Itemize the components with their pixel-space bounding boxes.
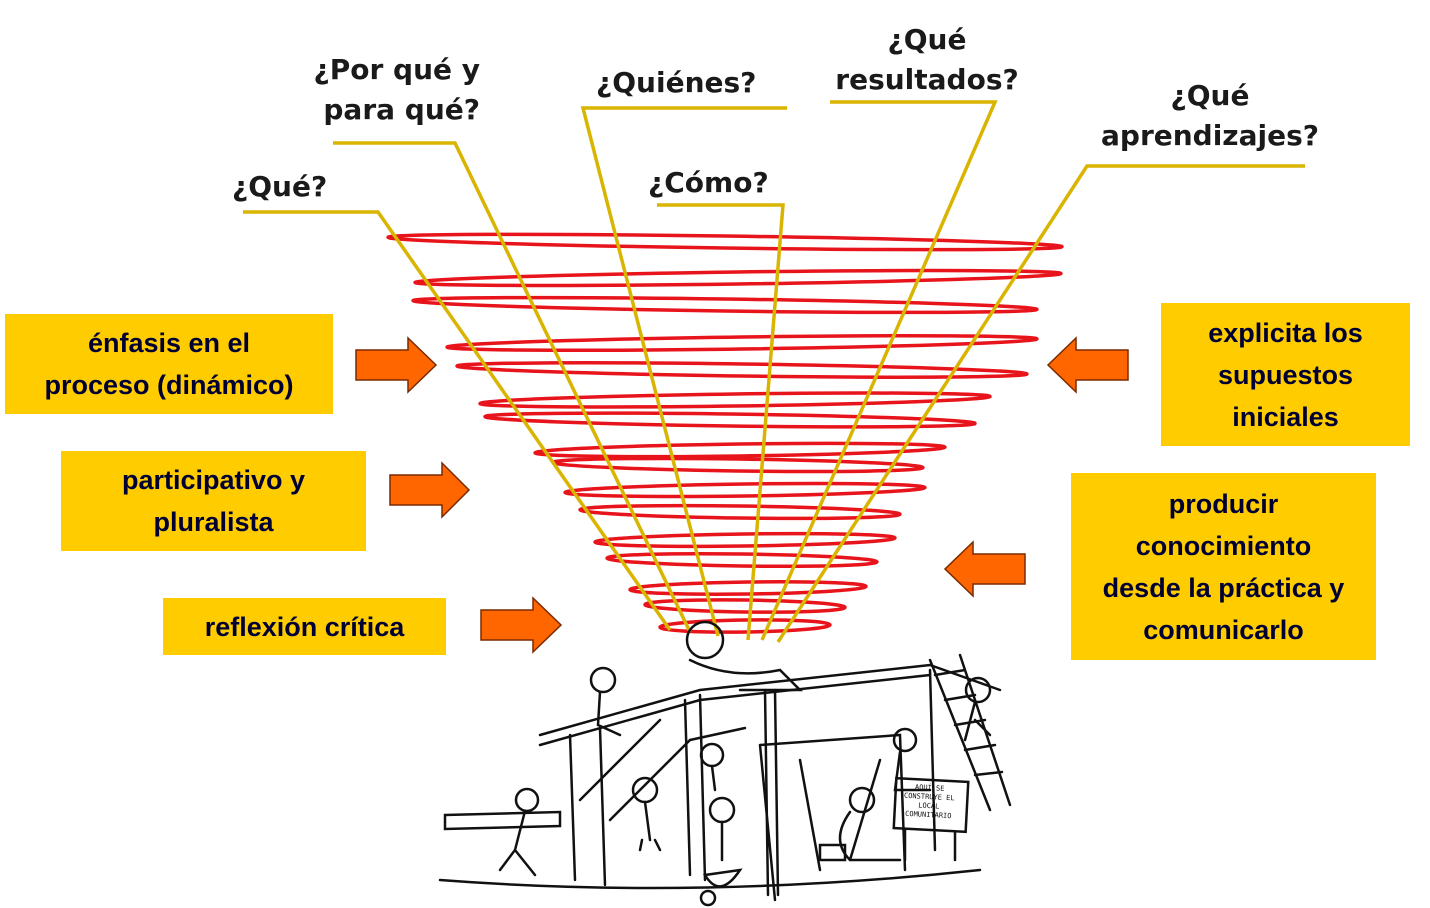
question-por-que-line1: ¿Por qué y	[313, 53, 480, 86]
box-line: proceso (dinámico)	[44, 370, 294, 400]
arrow-right-icon	[480, 596, 563, 654]
spiral-loop	[563, 481, 927, 499]
question-por-que: ¿Por qué y para qué?	[300, 50, 480, 130]
box-producir-conocimiento: producir conocimiento desde la práctica y c…	[1071, 473, 1376, 660]
box-line: conocimiento	[1135, 530, 1312, 561]
box-line: énfasis en el	[87, 328, 251, 358]
community-construction-illustration	[438, 620, 1012, 907]
box-enfasis-proceso: énfasis en el proceso (dinámico)	[5, 314, 333, 414]
question-resultados-line1: ¿Qué	[887, 23, 967, 56]
spiral-loop	[483, 411, 977, 429]
box-line: explicita los	[1208, 317, 1363, 348]
spiral-loop	[478, 391, 992, 409]
question-quienes: ¿Quiénes?	[596, 66, 757, 99]
box-participativo: participativo y pluralista	[61, 451, 366, 551]
arrow-right-icon	[355, 336, 438, 394]
spiral-loop	[628, 580, 868, 596]
spiral-loop	[386, 232, 1064, 252]
line-resultados	[760, 100, 998, 641]
spiral-loop	[593, 531, 897, 549]
arrow-right-icon	[389, 461, 471, 519]
spiral-loop	[455, 361, 1029, 379]
box-line: desde la práctica y	[1102, 572, 1345, 603]
question-aprendizajes-line2: aprendizajes?	[1101, 119, 1319, 152]
line-que	[243, 210, 672, 632]
question-resultados-line2: resultados?	[835, 63, 1019, 96]
spiral-loop	[411, 295, 1039, 315]
line-como	[657, 203, 785, 641]
question-que: ¿Qué?	[232, 170, 328, 203]
box-line: reflexión crítica	[204, 611, 405, 642]
line-quienes	[580, 106, 787, 637]
spiral-loop	[658, 618, 832, 634]
line-aprendizajes	[776, 164, 1305, 643]
box-explicita-supuestos: explicita los supuestos iniciales	[1161, 303, 1410, 446]
box-line: supuestos	[1217, 359, 1353, 390]
box-line: comunicarlo	[1143, 614, 1304, 645]
spiral-loop	[578, 503, 902, 521]
question-por-que-line2: para qué?	[323, 93, 480, 126]
spiral-loop	[445, 333, 1039, 353]
sign-text: AQUÍ SE CONSTRUYE EL LOCAL COMUNITARIO	[903, 783, 955, 821]
question-connector-lines	[243, 100, 1305, 643]
red-spiral	[386, 232, 1064, 634]
spiral-loop	[533, 441, 947, 459]
box-line: participativo y	[121, 465, 306, 495]
box-reflexion-critica: reflexión crítica	[163, 598, 446, 655]
line-por-que	[333, 141, 692, 633]
spiral-loop	[413, 268, 1063, 288]
question-resultados: ¿Qué resultados?	[827, 20, 1027, 100]
question-como: ¿Cómo?	[648, 166, 769, 199]
box-line: iniciales	[1232, 401, 1339, 432]
question-aprendizajes: ¿Qué aprendizajes?	[1090, 76, 1330, 156]
question-aprendizajes-line1: ¿Qué	[1170, 79, 1250, 112]
arrow-left-icon	[1046, 336, 1129, 394]
arrow-left-icon	[943, 540, 1026, 598]
box-line: pluralista	[153, 507, 274, 537]
box-line: producir	[1168, 488, 1279, 519]
spiral-loop	[643, 598, 847, 614]
spiral-loop	[605, 551, 879, 569]
